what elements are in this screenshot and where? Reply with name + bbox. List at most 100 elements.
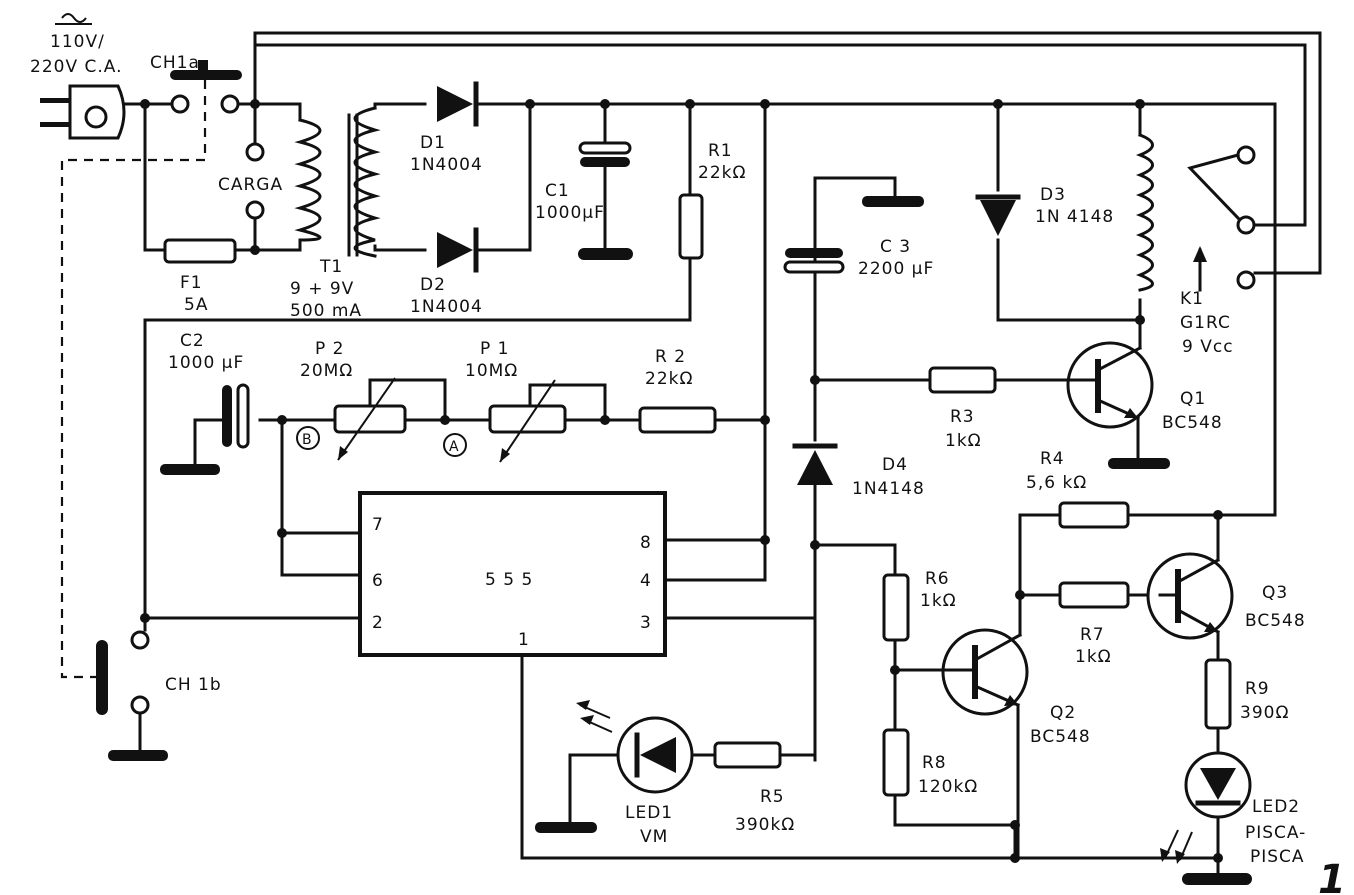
p1-ref: P 1 (480, 339, 509, 359)
r7-ref: R7 (1080, 625, 1105, 645)
ic-pin8: 8 (640, 533, 651, 553)
p1-value: 10MΩ (465, 361, 518, 381)
led2-value1: PISCA- (1245, 823, 1306, 843)
r5-value: 390kΩ (735, 815, 795, 835)
transformer-value2: 500 mA (290, 301, 362, 321)
potentiometer-p2 (333, 377, 407, 461)
r8-ref: R8 (922, 753, 947, 773)
ic-pin3: 3 (640, 613, 651, 633)
switch-ch1b (96, 630, 168, 761)
transformer-t1 (294, 106, 381, 258)
capacitor-c2 (160, 383, 250, 475)
transformer-value1: 9 + 9V (290, 279, 354, 299)
r4-value: 5,6 kΩ (1026, 473, 1087, 493)
r1-ref: R1 (708, 141, 733, 161)
resistor-r7 (1058, 581, 1130, 609)
resistor-r8 (882, 728, 910, 797)
r2-ref: R 2 (655, 347, 686, 367)
ic-pin7: 7 (372, 515, 383, 535)
r4-ref: R4 (1040, 449, 1065, 469)
load-terminal-top (245, 142, 265, 162)
led2-ref: LED2 (1252, 797, 1300, 817)
ic-555 (358, 491, 667, 657)
diode-d3 (975, 194, 1021, 236)
source-voltage-line1: 110V/ (50, 32, 105, 52)
load-terminal-bottom (245, 200, 265, 220)
diode-d4 (792, 443, 838, 485)
r9-value: 390Ω (1240, 703, 1289, 723)
fuse-ref: F1 (180, 273, 203, 293)
labels: 110V/ 220V C.A. CH1a CARGA F1 5A T1 9 + … (30, 32, 1346, 895)
ic-pin4: 4 (640, 571, 651, 591)
resistor-r9 (1204, 658, 1232, 730)
source-voltage-line2: 220V C.A. (30, 57, 123, 77)
d1-ref: D1 (420, 133, 446, 153)
transformer-ref: T1 (319, 257, 343, 277)
capacitor-c1 (578, 141, 633, 260)
potentiometer-p1 (488, 379, 567, 463)
fuse-f1 (163, 238, 237, 264)
r1-value: 22kΩ (698, 163, 746, 183)
led1-value: VM (640, 827, 668, 847)
led2-icon (1160, 751, 1252, 885)
p2-ref: P 2 (315, 339, 344, 359)
point-a-marker (443, 433, 467, 457)
d2-value: 1N4004 (410, 297, 483, 317)
junction-dots (140, 99, 1223, 863)
r3-value: 1kΩ (945, 431, 982, 451)
q3-ref: Q3 (1262, 583, 1288, 603)
resistor-r6 (882, 573, 910, 642)
c2-ref: C2 (180, 331, 205, 351)
d2-ref: D2 (420, 275, 446, 295)
r9-ref: R9 (1245, 679, 1270, 699)
ic-pin1: 1 (518, 630, 529, 650)
switch-a-label: CH1a (150, 53, 200, 73)
d3-value: 1N 4148 (1035, 207, 1114, 227)
r2-value: 22kΩ (645, 369, 693, 389)
led1-ref: LED1 (625, 803, 673, 823)
relay-k1 (1135, 133, 1256, 292)
diode-d2 (437, 227, 479, 273)
q3-value: BC548 (1245, 611, 1306, 631)
load-label: CARGA (218, 175, 283, 195)
p2-value: 20MΩ (300, 361, 353, 381)
switch-b-label: CH 1b (165, 675, 222, 695)
c1-ref: C1 (545, 181, 570, 201)
d4-value: 1N4148 (852, 479, 925, 499)
d1-value: 1N4004 (410, 155, 483, 175)
transistor-q2 (941, 628, 1029, 716)
r7-value: 1kΩ (1075, 647, 1112, 667)
ic-pin6: 6 (372, 571, 383, 591)
c3-value: 2200 µF (858, 259, 934, 279)
transistor-q3 (1146, 552, 1234, 640)
transistor-q1 (1066, 341, 1170, 469)
q1-value: BC548 (1162, 413, 1223, 433)
led2-value2: PISCA (1250, 847, 1305, 867)
k1-ref: K1 (1180, 289, 1204, 309)
led1-icon (535, 700, 694, 833)
k1-value1: G1RC (1180, 313, 1231, 333)
q2-ref: Q2 (1050, 703, 1076, 723)
figure-number: 1 (1318, 857, 1346, 895)
resistor-r5 (713, 741, 782, 769)
diode-d1 (437, 81, 479, 127)
point-b-marker (296, 426, 320, 450)
ac-symbol-icon (61, 13, 87, 23)
ic-pin2: 2 (372, 613, 383, 633)
fuse-value: 5A (184, 295, 208, 315)
point-a-label: A (449, 439, 459, 455)
c1-value: 1000µF (535, 203, 605, 223)
r5-ref: R5 (760, 787, 785, 807)
r8-value: 120kΩ (918, 777, 978, 797)
resistor-r3 (928, 366, 997, 394)
q2-value: BC548 (1030, 727, 1091, 747)
ac-plug-icon (40, 84, 126, 140)
q1-ref: Q1 (1180, 389, 1206, 409)
c2-value: 1000 µF (168, 353, 244, 373)
resistor-r1 (678, 193, 704, 260)
r6-ref: R6 (925, 569, 950, 589)
k1-value2: 9 Vcc (1182, 337, 1234, 357)
resistor-r4 (1058, 501, 1130, 529)
d4-ref: D4 (882, 455, 908, 475)
